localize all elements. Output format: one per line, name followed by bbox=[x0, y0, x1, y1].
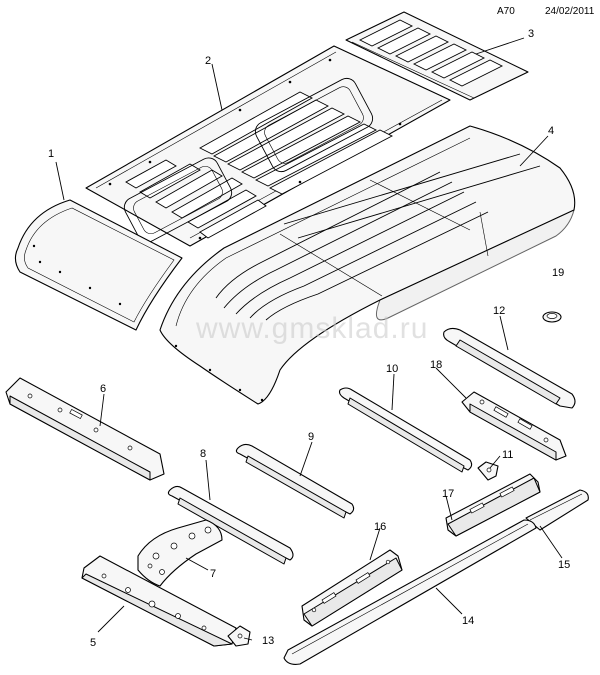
callout-8: 8 bbox=[200, 448, 206, 460]
part-14-roof-trim-molding bbox=[283, 519, 537, 665]
part-17-reinforcement bbox=[445, 473, 541, 537]
part-5-front-cross-member bbox=[81, 555, 237, 647]
callout-7: 7 bbox=[210, 568, 216, 580]
part-7-center-bracket-plate bbox=[137, 519, 223, 587]
part-11-clip bbox=[477, 461, 499, 481]
watermark: www.gmsklad.ru bbox=[195, 312, 428, 345]
callout-6: 6 bbox=[100, 383, 106, 395]
part-18-bracket bbox=[461, 391, 567, 461]
callout-19: 19 bbox=[552, 267, 564, 279]
callout-13: 13 bbox=[262, 635, 274, 647]
callout-10: 10 bbox=[386, 363, 398, 375]
part-15-trim-end-cap bbox=[525, 489, 589, 531]
callout-3: 3 bbox=[528, 28, 534, 40]
part-13-small-bracket bbox=[227, 625, 251, 647]
part-2-main-roof-panel bbox=[85, 45, 451, 247]
part-3-rear-roof-panel bbox=[345, 11, 529, 101]
callout-15: 15 bbox=[558, 559, 570, 571]
part-9-roof-bow bbox=[235, 443, 355, 519]
callout-17: 17 bbox=[442, 488, 454, 500]
page-code: A70 bbox=[497, 6, 515, 17]
callout-4: 4 bbox=[548, 125, 554, 137]
part-16-side-rail bbox=[301, 549, 403, 627]
part-8-roof-bow bbox=[167, 485, 294, 565]
callout-2: 2 bbox=[205, 55, 211, 67]
page-date: 24/02/2011 bbox=[545, 6, 595, 17]
callout-11: 11 bbox=[502, 449, 513, 461]
part-4-outer-roof-panel bbox=[159, 125, 576, 405]
part-1-front-roof-section bbox=[14, 199, 183, 331]
part-12-rear-roof-bow bbox=[443, 327, 576, 409]
callout-16: 16 bbox=[374, 521, 386, 533]
callout-1: 1 bbox=[48, 148, 54, 160]
part-19-grommet bbox=[542, 311, 562, 323]
callout-18: 18 bbox=[430, 359, 442, 371]
callout-9: 9 bbox=[308, 431, 314, 443]
callout-12: 12 bbox=[493, 305, 505, 317]
leader-lines bbox=[55, 37, 563, 641]
callout-5: 5 bbox=[90, 637, 96, 649]
part-10-roof-bow bbox=[338, 387, 473, 473]
callout-14: 14 bbox=[462, 615, 474, 627]
part-6-front-header bbox=[5, 377, 165, 481]
callouts: 1 2 3 4 5 6 7 8 9 10 11 12 13 14 15 16 1… bbox=[48, 28, 570, 649]
